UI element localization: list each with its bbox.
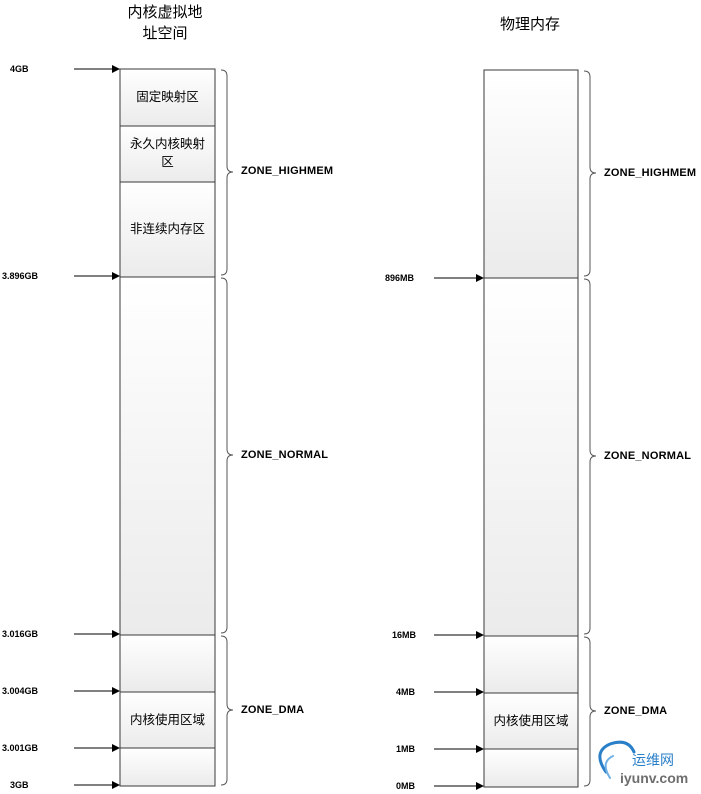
- watermark-en: iyunv.com: [620, 770, 689, 786]
- brace-p-highmem: [583, 70, 597, 277]
- v-zone-highmem: ZONE_HIGHMEM: [241, 165, 334, 177]
- p-addr-4mb: 4MB: [396, 687, 416, 697]
- virtual-title-line2: 址空间: [142, 24, 188, 42]
- p-addr-896mb: 896MB: [385, 273, 415, 283]
- v-region-permanent-map: 永久内核映射 区: [120, 135, 215, 171]
- p-cell-dma-upper: [483, 635, 579, 694]
- p-region-kernel-use: 内核使用区域: [493, 713, 569, 728]
- p-addr-0mb: 0MB: [396, 781, 416, 791]
- brace-p-normal: [583, 278, 597, 635]
- p-zone-dma: ZONE_DMA: [604, 705, 668, 717]
- v-cell-fixed-map: [119, 68, 216, 127]
- p-cell-kernel-use: [483, 692, 579, 750]
- v-addr-4gb: 4GB: [10, 64, 29, 74]
- v-region-kernel-use: 内核使用区域: [129, 712, 205, 727]
- v-addr-3-001gb: 3.001GB: [2, 743, 39, 753]
- physical-memory-title: 物理内存: [499, 15, 560, 33]
- v-zone-normal: ZONE_NORMAL: [241, 449, 329, 461]
- v-region-vmalloc: 非连续内存区: [129, 221, 205, 236]
- p-addr-16mb: 16MB: [392, 630, 417, 640]
- v-cell-kernel-use: [119, 691, 216, 749]
- v-addr-3gb: 3GB: [10, 780, 29, 790]
- p-addr-1mb: 1MB: [396, 744, 416, 754]
- virtual-title-line1: 内核虚拟地: [127, 3, 203, 21]
- watermark-cn: 运维网: [632, 753, 674, 769]
- brace-v-normal: [220, 277, 234, 634]
- brace-p-dma: [583, 636, 597, 787]
- brace-v-highmem: [220, 69, 234, 276]
- watermark-logo-icon: [598, 740, 636, 779]
- v-addr-3-004gb: 3.004GB: [2, 686, 39, 696]
- p-zone-normal: ZONE_NORMAL: [604, 450, 692, 462]
- p-zone-highmem: ZONE_HIGHMEM: [604, 167, 697, 179]
- v-region-permanent-map-line2: 区: [161, 154, 174, 169]
- v-zone-dma: ZONE_DMA: [241, 704, 305, 716]
- v-cell-dma-bottom: [119, 747, 216, 787]
- brace-v-dma: [220, 635, 234, 786]
- v-cell-vmalloc: [119, 181, 216, 278]
- v-cell-dma-upper: [119, 634, 216, 693]
- virtual-space-title: 内核虚拟地 址空间: [100, 2, 230, 44]
- v-region-permanent-map-line1: 永久内核映射: [129, 136, 205, 151]
- v-addr-3-896gb: 3.896GB: [2, 271, 39, 281]
- p-cell-dma-bottom: [483, 748, 579, 788]
- p-cell-highmem: [483, 69, 579, 279]
- v-cell-normal: [119, 276, 216, 636]
- p-cell-normal: [483, 277, 579, 637]
- v-region-fixed-map: 固定映射区: [136, 89, 199, 104]
- v-addr-3-016gb: 3.016GB: [2, 629, 39, 639]
